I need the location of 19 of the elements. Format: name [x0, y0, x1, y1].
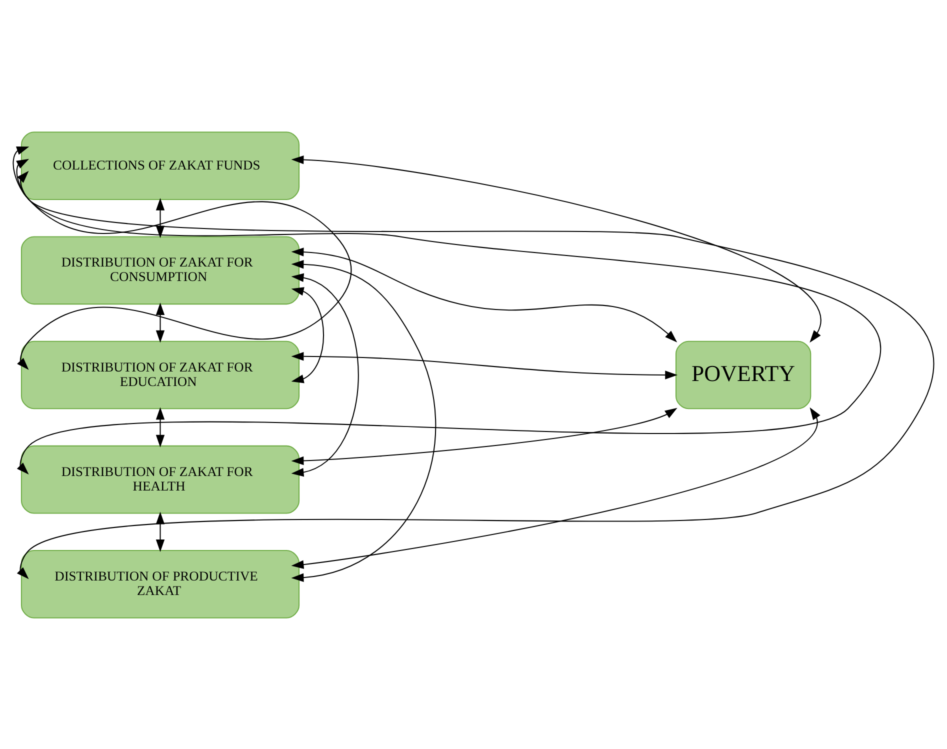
arrow — [291, 272, 359, 476]
arrow — [16, 158, 880, 474]
node-box: DISTRIBUTION OF ZAKAT FOR CONSUMPTION — [20, 236, 300, 304]
node-box: DISTRIBUTION OF ZAKAT FOR EDUCATION — [20, 340, 300, 409]
arrow — [291, 247, 678, 342]
node-box: DISTRIBUTION OF ZAKAT FOR HEALTH — [20, 444, 300, 514]
node-box: POVERTY — [675, 340, 812, 409]
node-box: DISTRIBUTION OF PRODUCTIVE ZAKAT — [20, 550, 300, 618]
arrow — [291, 407, 678, 465]
arrow — [291, 260, 436, 582]
arrow — [291, 406, 820, 568]
arrow — [17, 170, 352, 370]
arrow — [291, 286, 324, 383]
arrow — [156, 406, 165, 447]
arrow — [291, 352, 678, 379]
arrow — [291, 154, 821, 342]
node-box: COLLECTIONS OF ZAKAT FUNDS — [20, 131, 300, 200]
arrow — [156, 302, 165, 342]
arrow — [14, 146, 933, 579]
